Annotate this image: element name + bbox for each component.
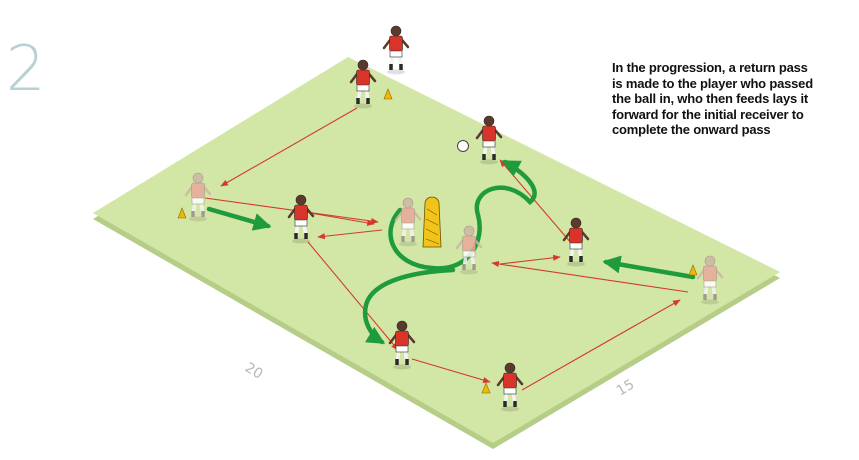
pass-arrow	[491, 260, 689, 293]
player-icon	[184, 172, 212, 222]
player-icon	[287, 194, 315, 244]
run-arrow	[602, 255, 696, 280]
caption-line: In the progression, a return pass	[612, 60, 808, 75]
width-label: 15	[614, 377, 638, 400]
player-icon	[562, 217, 590, 267]
run-arrow	[388, 159, 537, 271]
pass-arrow	[521, 299, 681, 391]
mannequin-icon	[422, 196, 442, 248]
player-icon	[394, 197, 422, 247]
player-icon	[388, 320, 416, 370]
pass-arrow	[499, 254, 561, 265]
ball-icon	[457, 140, 469, 152]
cones	[177, 88, 698, 394]
player-icon	[696, 255, 724, 305]
pass-arrow	[204, 197, 379, 225]
cone-icon	[383, 88, 393, 100]
length-label: 20	[242, 360, 266, 383]
cone-icon	[481, 382, 491, 394]
cone-icon	[177, 207, 187, 219]
players	[184, 25, 724, 412]
pass-arrows	[204, 107, 689, 391]
player-icon	[382, 25, 410, 75]
pitch-surface	[93, 57, 780, 449]
caption-line: the ball in, who then feeds lays it	[612, 91, 808, 106]
pass-arrow	[411, 358, 491, 383]
player-icon	[496, 362, 524, 412]
player-icon	[455, 225, 483, 275]
pass-arrow	[309, 212, 375, 226]
caption-line: is made to the player who passed	[612, 75, 813, 91]
player-icon	[349, 59, 377, 109]
run-arrow	[362, 267, 456, 345]
caption-line: complete the onward pass	[612, 122, 771, 137]
caption: In the progression, a return pass is mad…	[612, 60, 859, 138]
step-number: 2	[6, 32, 46, 105]
run-arrow	[206, 206, 272, 231]
pass-arrow	[220, 107, 358, 187]
caption-line: forward for the initial receiver to	[612, 106, 804, 122]
player-icon	[475, 115, 503, 165]
run-arrows	[206, 159, 696, 345]
cone-icon	[688, 264, 698, 276]
pass-arrow	[317, 229, 383, 240]
